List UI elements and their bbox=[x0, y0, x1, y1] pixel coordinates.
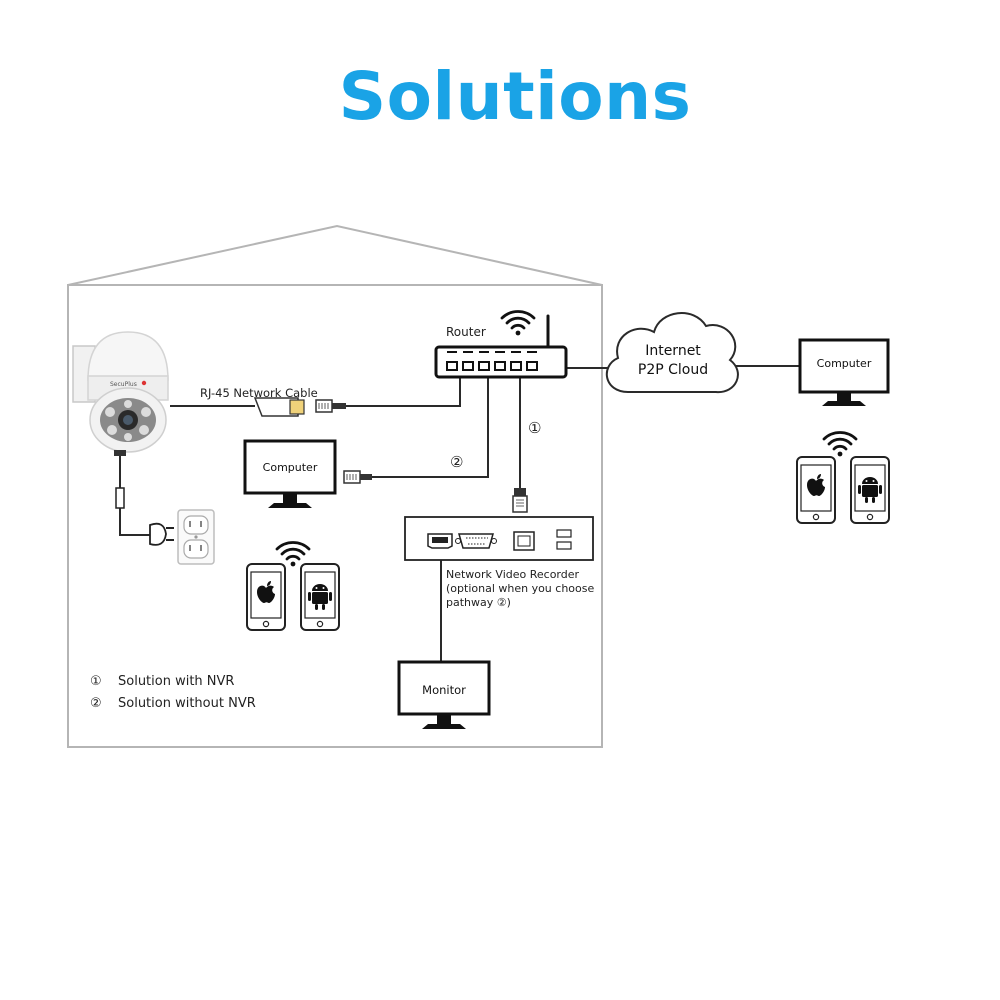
rj45-connector-icon bbox=[253, 397, 346, 417]
nvr-box-icon bbox=[404, 516, 594, 561]
computer-monitor-icon: Computer bbox=[243, 439, 337, 508]
cloud-label-line1: Internet bbox=[645, 343, 701, 359]
cable-label: RJ-45 Network Cable bbox=[200, 386, 318, 400]
page-title: Solutions bbox=[338, 58, 692, 135]
router-wifi-icon bbox=[500, 310, 536, 337]
router-icon bbox=[434, 314, 568, 379]
outside-wifi-icon bbox=[822, 431, 858, 458]
legend: ① Solution with NVR ② Solution without N… bbox=[90, 674, 256, 711]
nvr-label-line1: Network Video Recorder bbox=[446, 568, 580, 581]
router-label: Router bbox=[446, 325, 486, 339]
rj45-connector-nvr-icon bbox=[512, 488, 528, 513]
computer-inside-label: Computer bbox=[263, 461, 318, 474]
legend-text-1: Solution with NVR bbox=[118, 674, 234, 689]
connection-lines bbox=[119, 365, 800, 662]
rj45-connector-computer-icon bbox=[343, 470, 372, 484]
camera-power-line bbox=[119, 452, 150, 536]
camera-to-router-line bbox=[345, 375, 461, 407]
android-phone-icon bbox=[300, 563, 340, 631]
legend-marker-2: ② bbox=[90, 696, 102, 711]
wall-outlet-icon bbox=[177, 509, 215, 565]
power-plug-icon bbox=[115, 487, 174, 546]
inside-wifi-icon bbox=[275, 541, 311, 568]
outside-android-phone-icon bbox=[850, 456, 890, 524]
computer-to-router-line bbox=[372, 375, 489, 478]
computer-outside-label: Computer bbox=[817, 357, 872, 370]
nvr-label-line3: pathway ②) bbox=[446, 596, 511, 609]
cloud-label-line2: P2P Cloud bbox=[638, 362, 708, 378]
monitor-icon: Monitor bbox=[397, 660, 491, 729]
cloud-icon: Internet P2P Cloud bbox=[605, 312, 739, 394]
camera-brand-label: SecuPlus bbox=[110, 381, 137, 388]
house-outline bbox=[67, 224, 603, 748]
nvr-label-line2: (optional when you choose bbox=[446, 582, 594, 595]
apple-phone-icon bbox=[246, 563, 286, 631]
ptz-camera-icon: SecuPlus bbox=[72, 331, 169, 456]
legend-text-2: Solution without NVR bbox=[118, 696, 256, 711]
legend-marker-1: ① bbox=[90, 674, 102, 689]
computer-outside-icon: Computer bbox=[798, 338, 890, 406]
path1-marker: ① bbox=[528, 419, 541, 437]
monitor-label: Monitor bbox=[422, 683, 466, 697]
outside-apple-phone-icon bbox=[796, 456, 836, 524]
path2-marker: ② bbox=[450, 453, 463, 471]
